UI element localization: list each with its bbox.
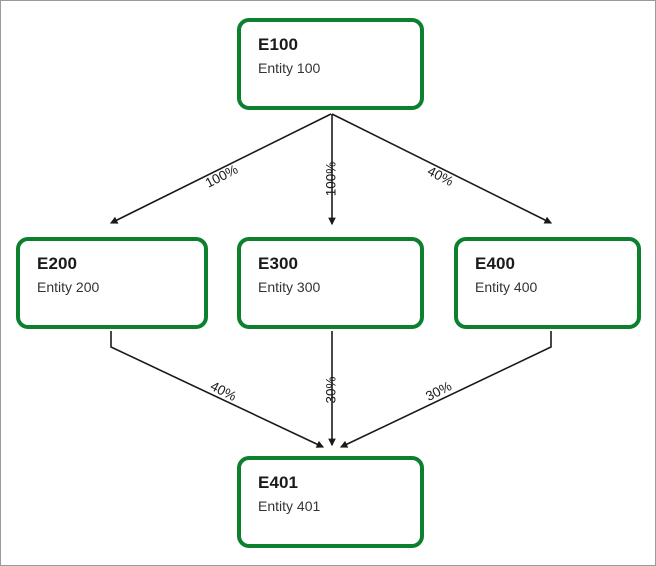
node-e200-title: E200: [37, 254, 78, 273]
edge-e100-e200: [109, 113, 332, 224]
node-e400-title: E400: [475, 254, 516, 273]
edge-label-e100-e200: 100%: [203, 162, 241, 191]
node-e200[interactable]: E200 Entity 200: [16, 237, 208, 329]
node-e401[interactable]: E401 Entity 401: [237, 456, 424, 548]
edge-e200-e401: [110, 331, 325, 448]
edge-label-e100-e300: 100%: [324, 162, 339, 197]
edge-e400-e401: [339, 331, 552, 448]
node-e300-title: E300: [258, 254, 299, 273]
node-e300[interactable]: E300 Entity 300: [237, 237, 424, 329]
node-e300-subtitle: Entity 300: [258, 279, 321, 295]
node-e401-title: E401: [258, 473, 299, 492]
edge-label-e300-e401: 30%: [324, 376, 339, 403]
edge-label-e100-e400: 40%: [425, 163, 456, 189]
node-e400[interactable]: E400 Entity 400: [454, 237, 641, 329]
node-e100-subtitle: Entity 100: [258, 60, 321, 76]
node-e100-title: E100: [258, 35, 299, 54]
node-e200-subtitle: Entity 200: [37, 279, 100, 295]
node-e100[interactable]: E100 Entity 100: [237, 18, 424, 110]
node-e400-subtitle: Entity 400: [475, 279, 538, 295]
edge-e100-e400: [331, 113, 553, 224]
node-e401-subtitle: Entity 401: [258, 498, 321, 514]
